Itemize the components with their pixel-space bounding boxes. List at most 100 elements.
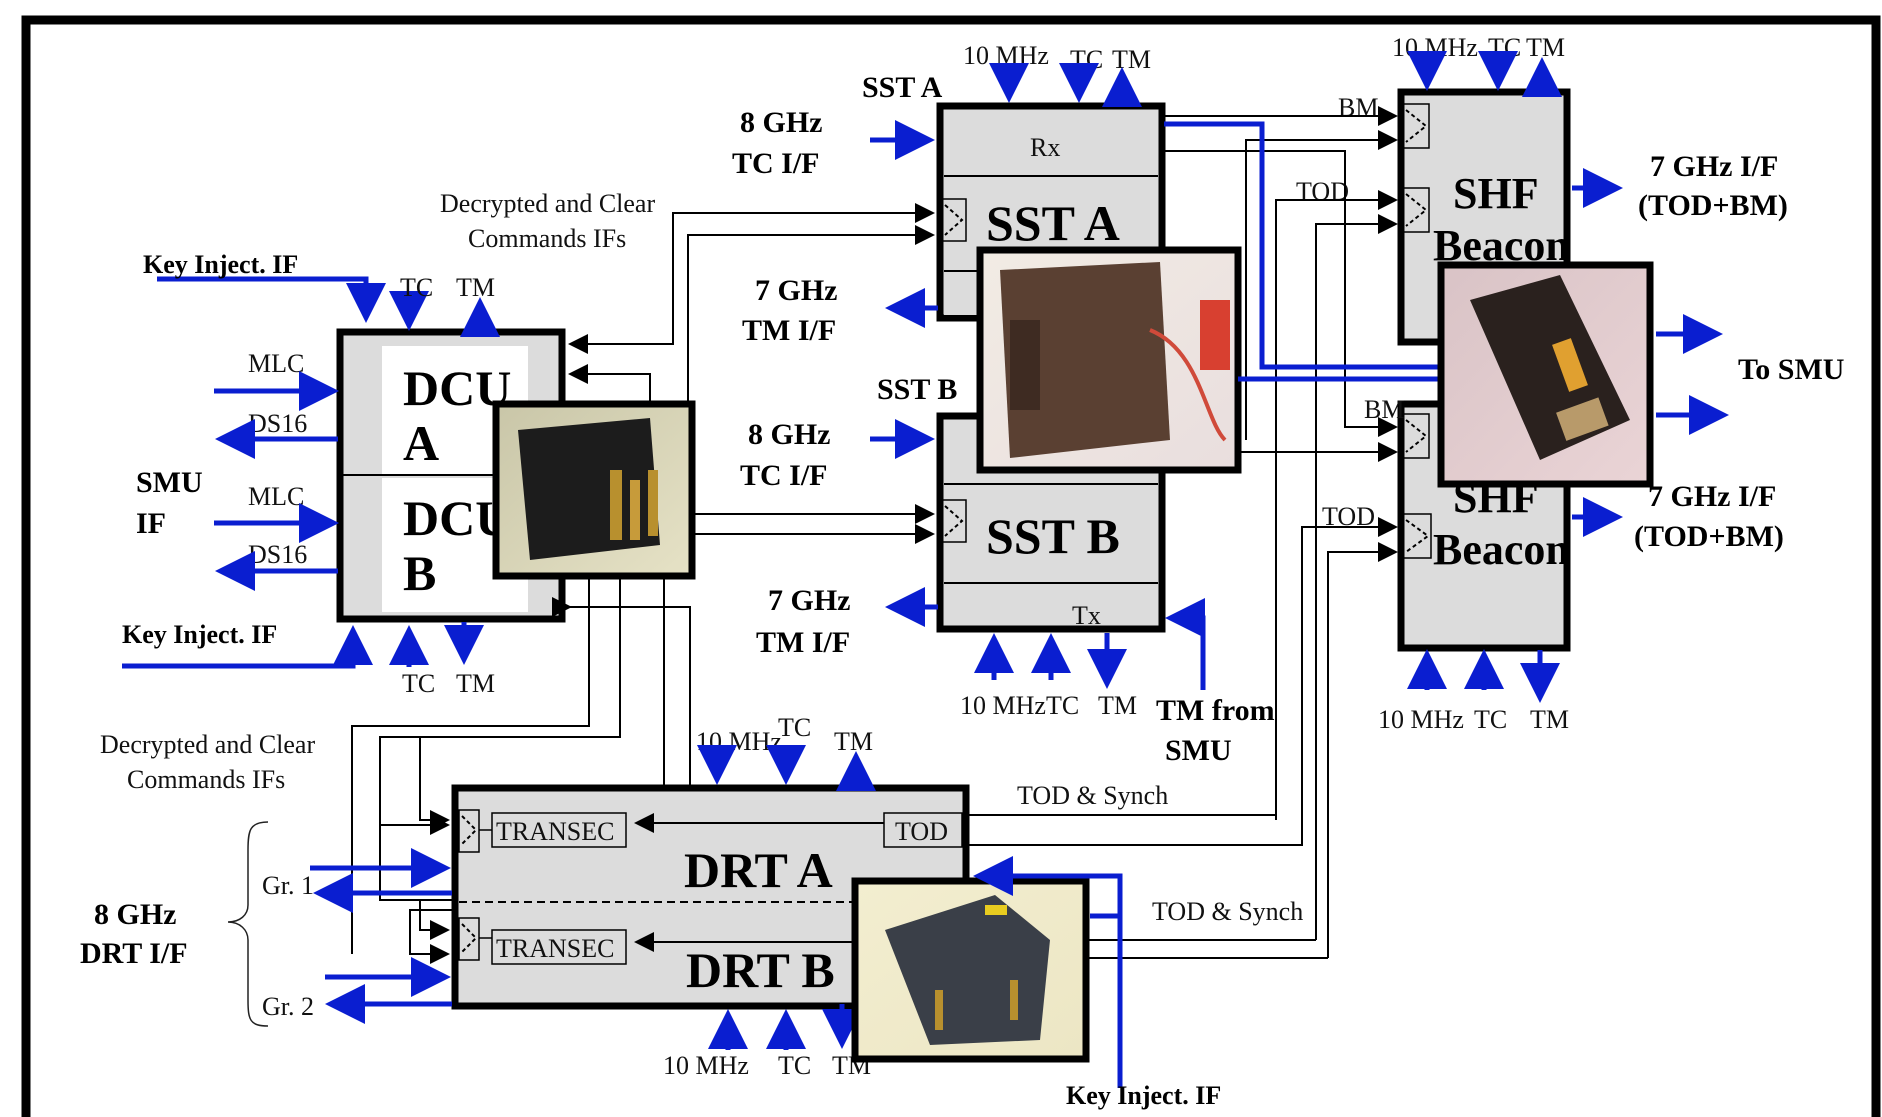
to-smu-label: To SMU	[1738, 353, 1844, 386]
sst-b-tm-if-2: TM I/F	[756, 626, 850, 659]
tm-from-smu-1: TM from	[1156, 694, 1275, 727]
transec-a-box	[491, 812, 627, 848]
drt-if-2: DRT I/F	[80, 937, 188, 970]
sst-a-clk-label: 10 MHz	[963, 41, 1049, 70]
shf-a-title-1: SHF	[1453, 169, 1539, 218]
sst-b-tc-if-1: 8 GHz	[748, 418, 831, 451]
smu-if-label-1: SMU	[136, 466, 203, 499]
shf-beacon-photo	[1437, 261, 1654, 488]
sst-b-switch	[941, 499, 967, 543]
drt-unit-photo	[851, 877, 1090, 1063]
tm-from-smu-arrow	[1165, 598, 1206, 690]
sst-b-tc-if-2: TC I/F	[740, 459, 828, 492]
drt-clk-bottom-label: 10 MHz	[663, 1051, 749, 1080]
dcu-mlc-a-label: MLC	[248, 349, 304, 378]
sst-b-label: SST B	[877, 373, 957, 406]
dcu-ds16-b-label: DS16	[248, 540, 307, 569]
drt-b-title: DRT B	[686, 942, 835, 998]
dcu-ds16-a-label: DS16	[248, 409, 307, 438]
sst-a-tm-if-2: TM I/F	[742, 314, 836, 347]
shf-b-out-1: 7 GHz I/F	[1648, 480, 1776, 513]
shf-b-title-2: Beacon	[1433, 525, 1570, 574]
shf-a-out-2: (TOD+BM)	[1638, 189, 1788, 222]
outer-frame	[21, 15, 1881, 1117]
smu-if-label-2: IF	[136, 507, 166, 540]
sst-a-tc-if-1: 8 GHz	[740, 106, 823, 139]
commands-bottom-line1: Decrypted and Clear	[100, 730, 315, 759]
drt-clk-top-label: 10 MHz	[696, 727, 782, 756]
shf-b-clk-label: 10 MHz	[1378, 705, 1464, 734]
sst-b-title: SST B	[986, 508, 1120, 564]
dcu-tc-top-label: TC	[400, 273, 433, 302]
key-inject-top-label: Key Inject. IF	[143, 250, 298, 279]
shf-b-tm-label: TM	[1530, 705, 1569, 734]
drt-if-brace	[227, 821, 269, 1027]
dcu-b-sub: B	[403, 545, 436, 601]
wire-drt-tod-to-shf-a	[1275, 190, 1398, 820]
dcu-mlc-b-label: MLC	[248, 482, 304, 511]
shf-b-out-2: (TOD+BM)	[1634, 520, 1784, 553]
wire-drt-b-tod-to-shf-b	[1327, 542, 1398, 958]
wire-drt-b-tod-to-shf-a	[1315, 214, 1398, 940]
drt-tm-top-label: TM	[834, 727, 873, 756]
wire-tod-synch-a-1	[966, 814, 1277, 820]
shf-a-tod-label: TOD	[1296, 177, 1349, 206]
shf-a-tc-label: TC	[1488, 33, 1521, 62]
shf-b-bm-label: BM	[1364, 395, 1404, 424]
wire-cmd-drt-a-2	[419, 736, 620, 830]
sst-a-tm-label: TM	[1112, 45, 1151, 74]
sst-a-switch	[941, 198, 967, 242]
tod-box	[883, 812, 963, 848]
drt-tod-label: TOD	[895, 817, 948, 846]
sst-unit-photo	[976, 246, 1242, 474]
key-inject-bottom-arrow	[122, 625, 373, 669]
drt-tc-top-label: TC	[778, 713, 811, 742]
shf-a-tm-label: TM	[1526, 33, 1565, 62]
wire-dcu-to-drt-b-2	[351, 576, 590, 954]
dcu-tm-bottom-label: TM	[456, 669, 495, 698]
tod-synch-2-label: TOD & Synch	[1152, 897, 1303, 926]
drt-tc-bottom-label: TC	[778, 1051, 811, 1080]
transec-b-label: TRANSEC	[496, 934, 614, 963]
dcu-a-sub: A	[403, 415, 439, 471]
commands-bottom-line2: Commands IFs	[127, 765, 285, 794]
sst-a-tm-if-1: 7 GHz	[755, 274, 838, 307]
sst-a-to-smu-line	[1164, 121, 1440, 370]
transec-b-box	[491, 929, 627, 965]
drt-if-1: 8 GHz	[94, 898, 177, 931]
wire-dcu-feedback	[568, 364, 651, 404]
commands-top-line2: Commands IFs	[468, 224, 626, 253]
sst-a-title: SST A	[986, 195, 1120, 251]
dcu-tm-top-label: TM	[456, 273, 495, 302]
transec-a-label: TRANSEC	[496, 817, 614, 846]
sst-a-rx-label: Rx	[1030, 133, 1060, 162]
gr2-label: Gr. 2	[262, 992, 314, 1021]
wire-tod-synch-a-2	[966, 822, 1303, 846]
wire-cmd-to-sst-a-2	[687, 225, 935, 404]
dcu-block: DCU A DCU B	[336, 328, 566, 623]
shf-a-clk-label: 10 MHz	[1392, 33, 1478, 62]
sst-b-tx-label: Tx	[1072, 601, 1101, 630]
sst-b-clk-label: 10 MHz	[960, 691, 1046, 720]
sst-a-label: SST A	[862, 71, 943, 104]
shf-a-bm-label: BM	[1338, 93, 1378, 122]
sst-a-tc-label: TC	[1070, 45, 1103, 74]
key-inject-top-arrow	[157, 276, 386, 323]
tm-from-smu-2: SMU	[1165, 734, 1232, 767]
shf-b-tc-label: TC	[1474, 705, 1507, 734]
shf-a-out-1: 7 GHz I/F	[1650, 150, 1778, 183]
tod-synch-1-label: TOD & Synch	[1017, 781, 1168, 810]
drt-key-inject-arrow	[973, 856, 1123, 1088]
gr1-label: Gr. 1	[262, 871, 314, 900]
commands-top-line1: Decrypted and Clear	[440, 189, 655, 218]
sst-b-tm-label: TM	[1098, 691, 1137, 720]
wire-drt-tod-to-shf-b	[1301, 517, 1398, 822]
dcu-unit-photo	[492, 400, 696, 580]
drt-key-inject-label: Key Inject. IF	[1066, 1081, 1221, 1110]
dcu-tc-bottom-label: TC	[402, 669, 435, 698]
sst-b-tc-label: TC	[1046, 691, 1079, 720]
sst-b-tm-if-1: 7 GHz	[768, 584, 851, 617]
sst-a-tc-if-2: TC I/F	[732, 147, 820, 180]
drt-a-title: DRT A	[684, 842, 833, 898]
